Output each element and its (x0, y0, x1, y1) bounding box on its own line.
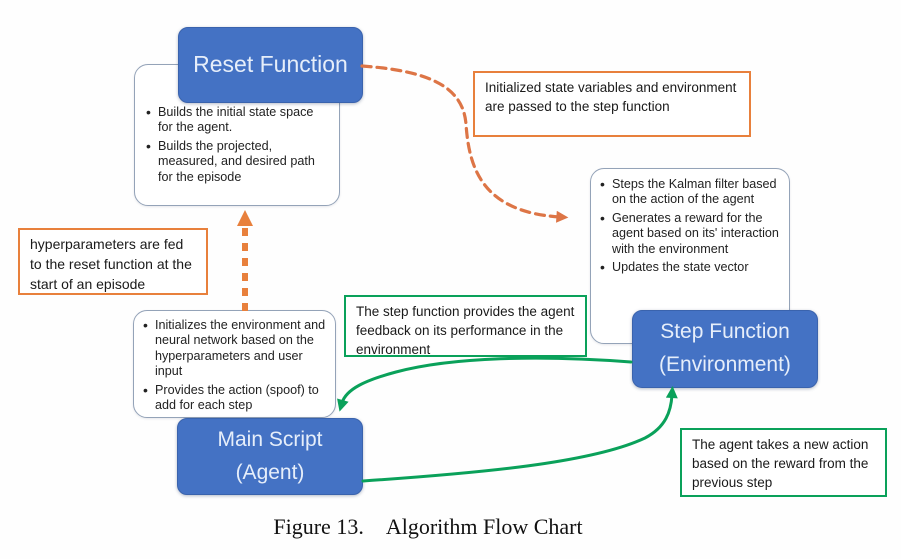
main-script-notes: Initializes the environment and neural n… (133, 310, 336, 418)
note-bullet: Steps the Kalman filter based on the act… (599, 176, 783, 208)
callout-hyperparameters: hyperparameters are fed to the reset fun… (18, 228, 208, 295)
arrow-step-to-main-green (337, 356, 633, 412)
figure-caption-label: Figure 13. (273, 514, 364, 539)
callout-step-feedback: The step function provides the agent fee… (344, 295, 587, 357)
reset-function-label: Reset Function (193, 51, 348, 78)
callout-initialized-state: Initialized state variables and environm… (473, 71, 751, 137)
callout-step-feedback-text: The step function provides the agent fee… (356, 304, 575, 358)
step-notes-list: Steps the Kalman filter based on the act… (599, 176, 783, 277)
main-script-label-line1: Main Script (217, 427, 323, 451)
callout-new-action-text: The agent takes a new action based on th… (692, 437, 869, 491)
note-bullet: Initializes the environment and neural n… (142, 317, 330, 380)
step-function-label-line2: (Environment) (659, 353, 791, 376)
note-bullet: Updates the state vector (599, 259, 783, 277)
main-notes-list: Initializes the environment and neural n… (142, 317, 330, 414)
note-bullet: Provides the action (spoof) to add for e… (142, 382, 330, 414)
note-bullet: Builds the initial state space for the a… (145, 104, 331, 136)
figure-caption-title: Algorithm Flow Chart (385, 514, 583, 539)
step-function-label-line1: Step Function (660, 320, 790, 344)
callout-initialized-state-text: Initialized state variables and environm… (485, 80, 737, 115)
arrow-main-to-step-green (361, 386, 678, 483)
reset-notes-list: Builds the initial state space for the a… (145, 104, 331, 185)
note-bullet: Builds the projected, measured, and desi… (145, 138, 331, 185)
note-bullet: Generates a reward for the agent based o… (599, 210, 783, 257)
reset-function-node: Reset Function (178, 27, 363, 103)
main-script-node: Main Script (Agent) (177, 418, 363, 495)
figure-caption: Figure 13. Algorithm Flow Chart (0, 514, 856, 540)
main-script-label-line2: (Agent) (235, 460, 305, 484)
step-function-node: Step Function (Environment) (632, 310, 818, 388)
callout-new-action: The agent takes a new action based on th… (680, 428, 887, 497)
callout-hyperparameters-text: hyperparameters are fed to the reset fun… (30, 236, 192, 292)
